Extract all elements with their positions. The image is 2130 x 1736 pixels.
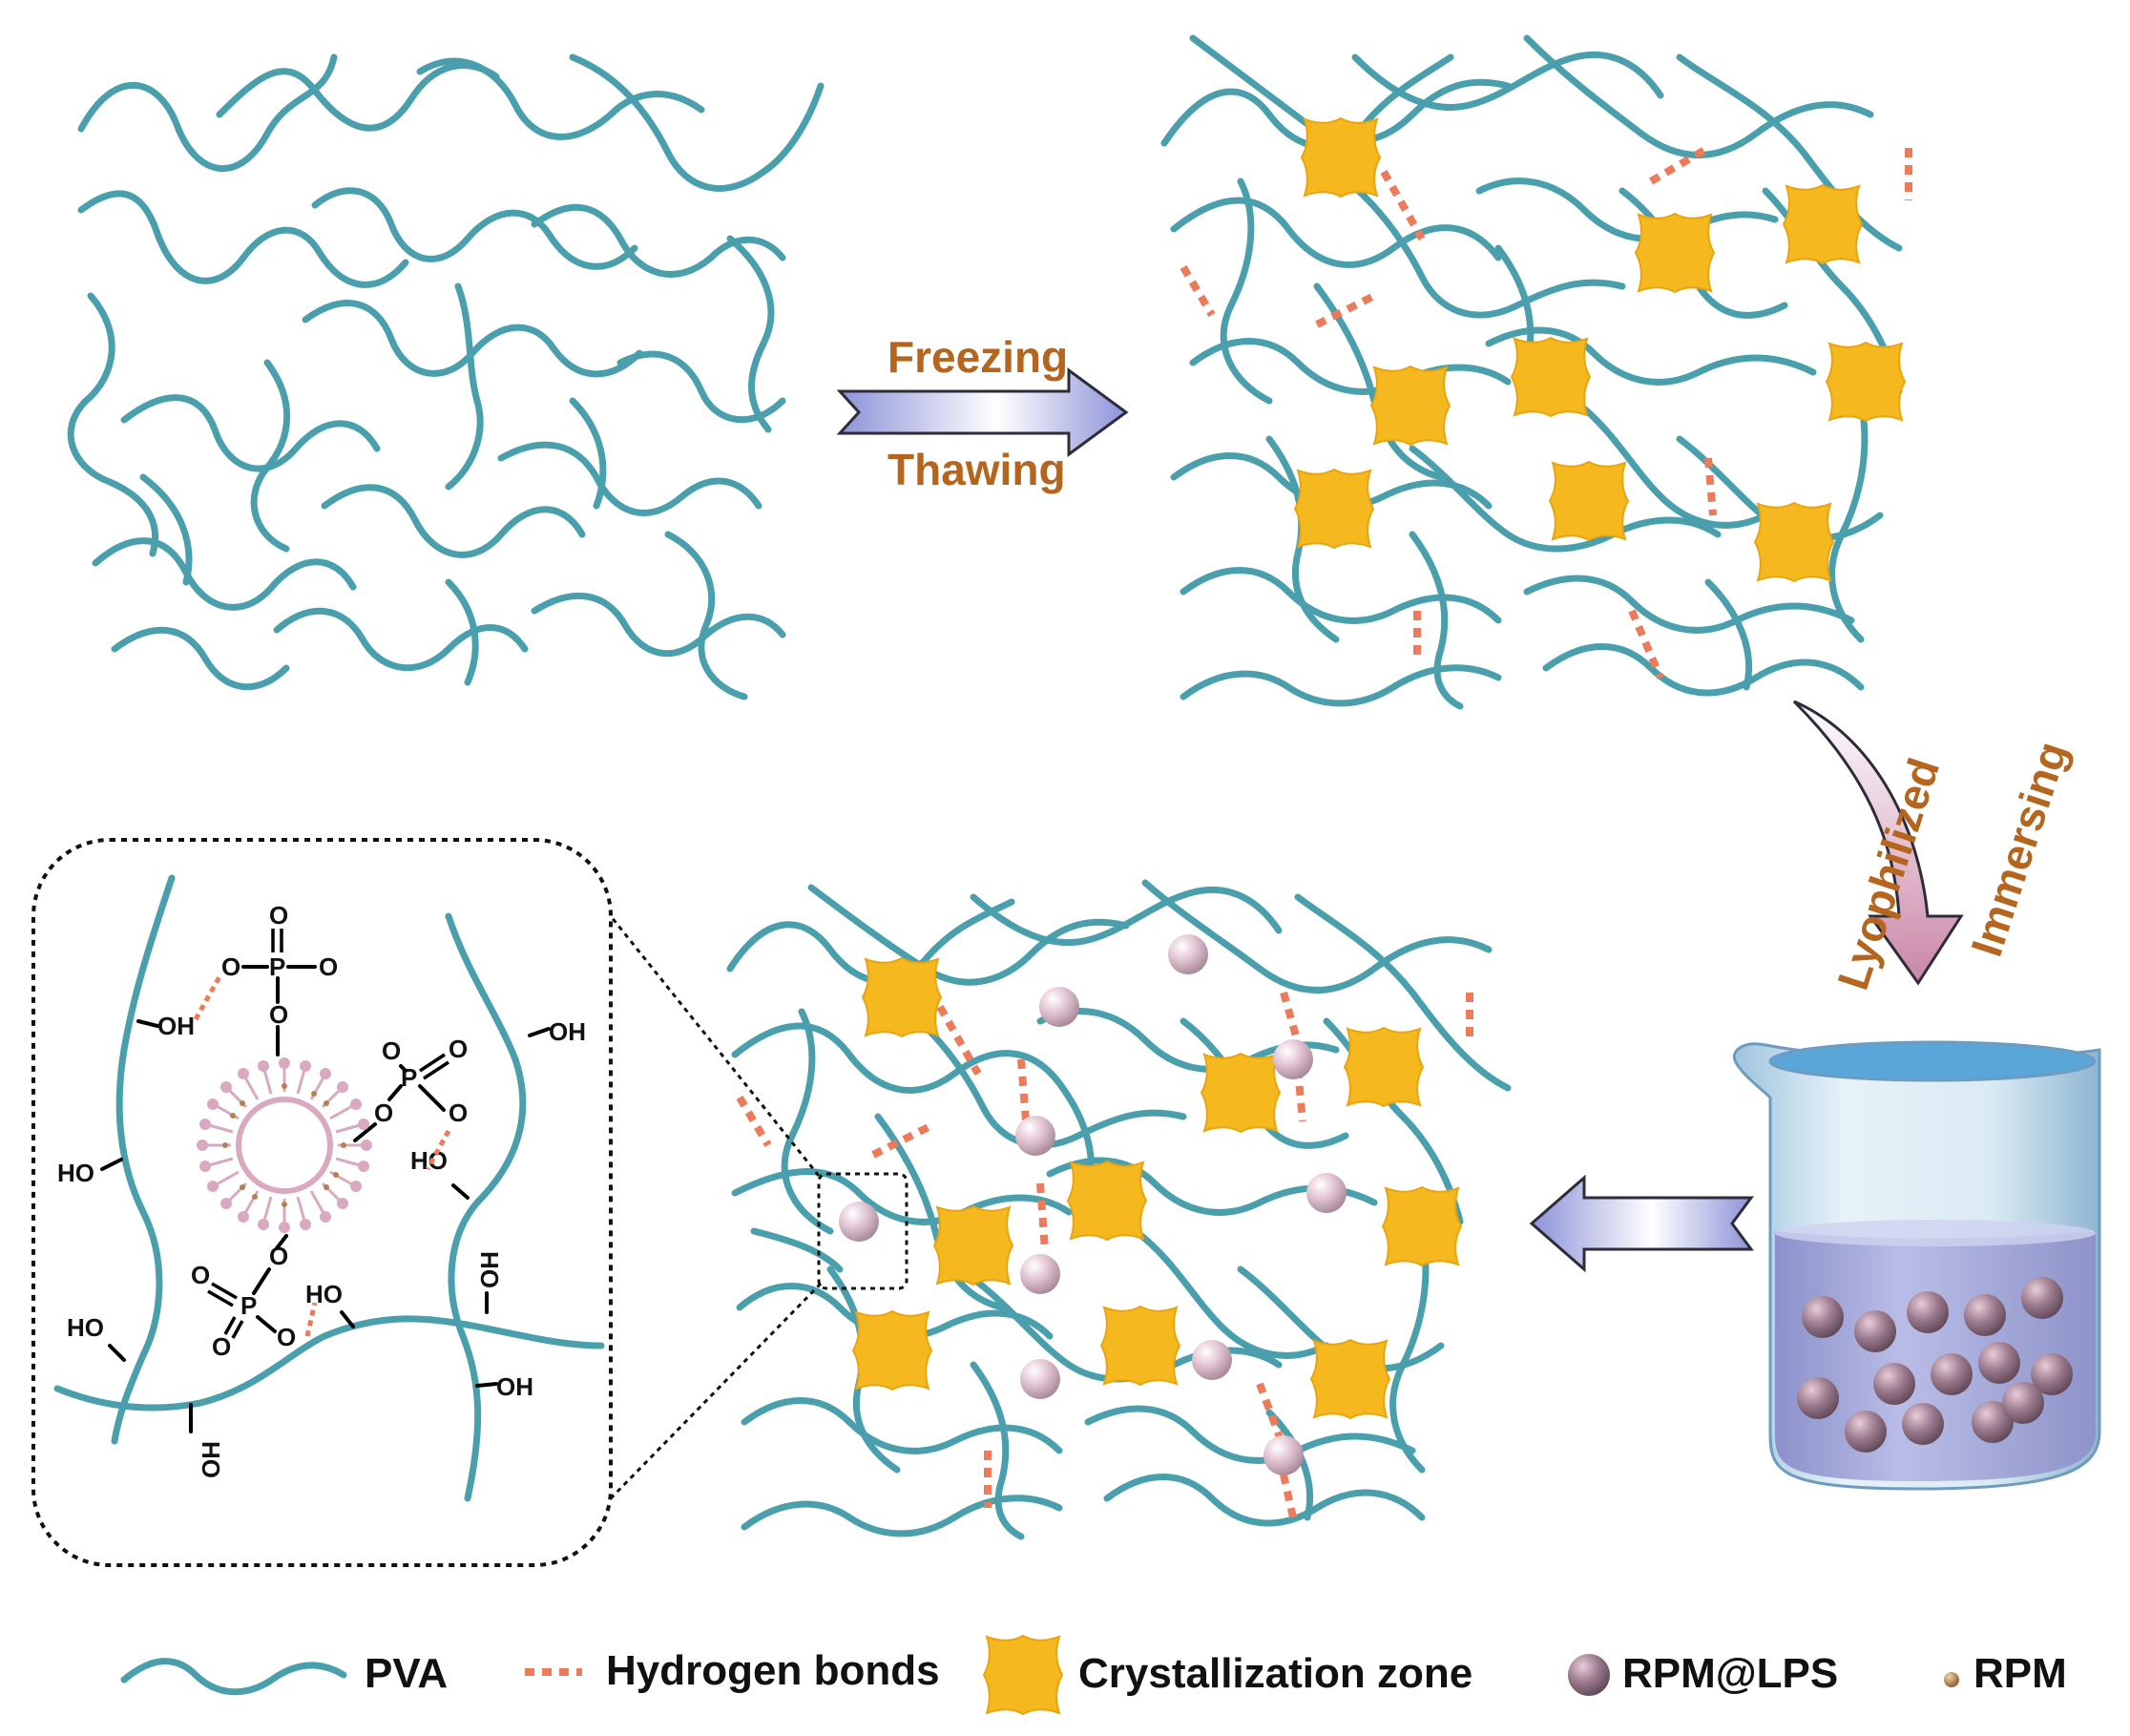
rpm-swatch [1944,1672,1959,1687]
hydrogel-hydrogen-bonds [1180,144,1912,680]
o-atom: O [277,1323,296,1351]
oh-label: OH [475,1251,504,1288]
pva-network-panel [67,53,825,701]
legend-hydrogen-bonds-label: Hydrogen bonds [606,1647,940,1694]
oh-label: OH [549,1017,586,1046]
immersing-label: Immersing [1961,736,2077,962]
ho-label: HO [57,1159,94,1187]
beaker-with-rpm-lps [1733,1040,2101,1491]
ho-label: HO [197,1441,225,1478]
left-arrow-icon [1529,1174,1754,1273]
inset-frame [31,838,613,1567]
freezing-label: Freezing [888,332,1068,382]
ho-label: HO [305,1280,343,1308]
thawing-label: Thawing [888,445,1066,494]
o-atom: O [382,1036,401,1065]
curved-down-arrow-icon [1792,700,1964,986]
legend-crystallization-zone: Crystallization zone [983,1635,1472,1715]
zoom-inset: OH OH HO HO OH HO OH HO HO P O O O [31,838,613,1567]
crystallization-zone-swatch [983,1635,1063,1715]
zoom-guide-bottom [609,1282,823,1500]
legend: PVA Hydrogen bonds Crystallization zone … [120,1635,2067,1715]
legend-pva-label: PVA [365,1650,448,1697]
o-atom: O [269,1000,288,1029]
o-atom: O [191,1261,210,1289]
legend-pva: PVA [120,1650,448,1697]
zoom-selection-box [817,1172,908,1290]
legend-rpm-lps: RPM@LPS [1568,1650,1838,1697]
zoom-guide-top [609,915,821,1177]
legend-crystallization-zone-label: Crystallization zone [1078,1650,1472,1697]
oh-label: OH [157,1012,195,1040]
o-atom: O [449,1098,468,1127]
inset-phosphate-groups: P O O O O P O O O O P [191,901,468,1361]
ho-label: HO [410,1146,448,1175]
p-atom: P [240,1291,257,1320]
inset-hydroxyl-groups: OH OH HO HO OH HO OH HO HO [57,1012,586,1478]
crosslinked-hydrogel-panel [1160,34,1912,710]
o-atom: O [374,1098,393,1127]
legend-rpm-lps-label: RPM@LPS [1622,1650,1838,1697]
freezing-thawing-step: Freezing Thawing [836,332,1129,494]
p-atom: P [269,952,285,981]
lyophilized-immersing-step: Lyophilized Immersing [1792,700,2077,995]
crystallization-zones [1294,117,1906,582]
liposome [197,1057,372,1233]
ho-label: HO [67,1313,104,1342]
o-atom: O [449,1035,468,1063]
legend-hydrogen-bonds: Hydrogen bonds [525,1647,940,1694]
o-atom: O [269,1242,288,1270]
o-atom: O [212,1332,231,1361]
rpm-lps-swatch [1568,1654,1610,1696]
o-atom: O [269,901,288,930]
pva-chains [67,53,825,701]
o-atom: O [221,952,240,981]
drug-loaded-hydrogel-panel [726,879,1512,1540]
legend-rpm-label: RPM [1973,1650,2067,1697]
pva-swatch [120,1658,347,1696]
o-atom: O [319,952,338,981]
oh-label: OH [496,1372,533,1401]
legend-rpm: RPM [1944,1650,2067,1697]
right-arrow-icon [836,367,1129,457]
